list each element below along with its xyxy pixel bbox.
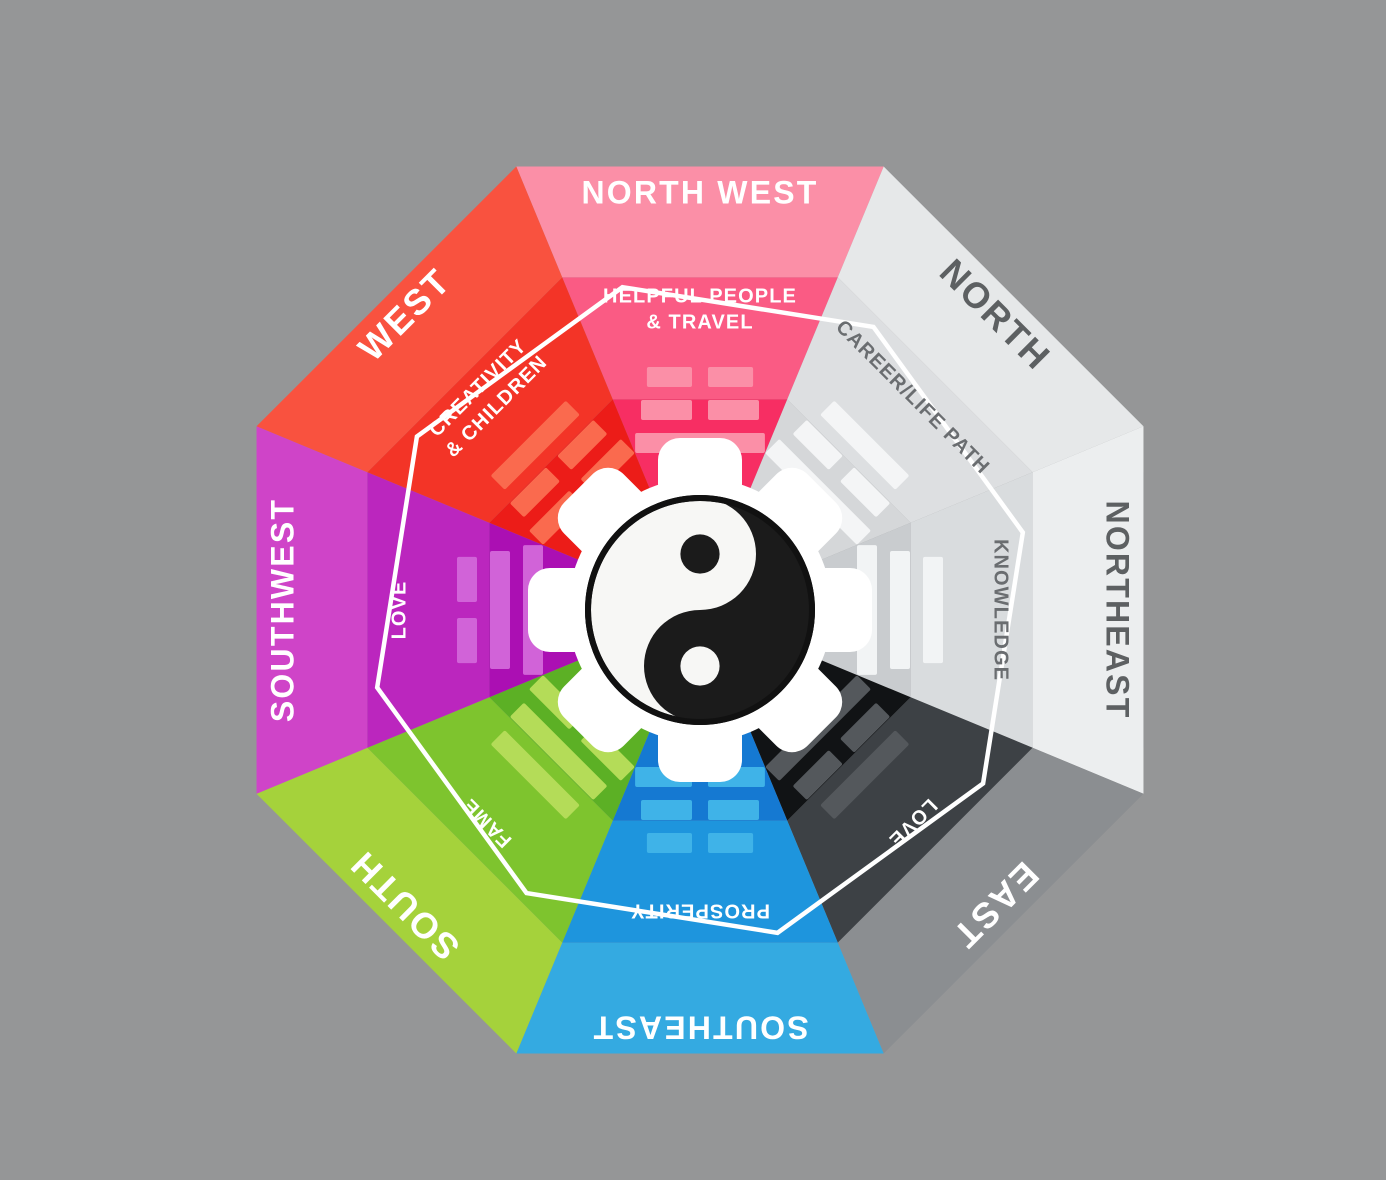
trigram-line-broken [641, 800, 692, 820]
trigram-line-broken [708, 367, 754, 387]
trigram-line-broken [708, 400, 759, 420]
sector-mid-south-west [367, 472, 490, 748]
trigram-west [491, 401, 635, 545]
sector-mid-north-west [562, 277, 838, 400]
area-label-group-north-west: HELPFUL PEOPLE & TRAVEL [603, 285, 797, 333]
area-label-group-north-east: KNOWLEDGE [990, 539, 1012, 681]
direction-label-south-west: SOUTHWEST [264, 498, 300, 722]
white-outline-polygon [374, 284, 1026, 936]
sector-band-south-west [256, 426, 368, 794]
trigram-line-solid [491, 730, 580, 819]
sector-band-west [256, 166, 563, 473]
trigram-line-broken [457, 556, 477, 602]
trigram-line-broken [793, 420, 843, 470]
trigram-line-solid [491, 401, 580, 490]
sector-band-east [837, 747, 1144, 1054]
trigram-line-broken [641, 400, 692, 420]
sector-band-north [837, 166, 1144, 473]
trigram-line-broken [840, 467, 890, 517]
area-label-north-east: KNOWLEDGE [990, 539, 1012, 681]
area-label-south-west: LOVE [388, 581, 410, 640]
trigram-line-solid [890, 551, 910, 669]
trigram-line-broken [646, 833, 692, 853]
trigram-line-solid [490, 551, 510, 669]
trigram-line-broken [557, 420, 607, 470]
sector-mid-south-east [562, 820, 838, 943]
trigram-line-solid [510, 703, 607, 800]
sectors-layer [256, 166, 1144, 1054]
sector-south-west[interactable] [256, 426, 591, 794]
sector-north-west[interactable] [516, 166, 884, 501]
inner-outline-octagon [374, 284, 1026, 936]
yin-yang-symbol[interactable] [585, 495, 815, 725]
sector-band-south-east [516, 942, 884, 1054]
area-label-north-west-line1: HELPFUL PEOPLE [603, 285, 797, 307]
direction-label-south-east: SOUTHEAST [591, 1010, 808, 1046]
trigram-line-broken [793, 750, 843, 800]
trigram-line-broken [646, 367, 692, 387]
trigram-line-broken [708, 833, 754, 853]
area-label-north-west-line2: & TRAVEL [646, 311, 753, 333]
sector-mid-north-east [910, 472, 1033, 748]
yin-yang-light-dot [680, 646, 720, 686]
trigram-line-solid [923, 556, 943, 664]
sector-band-north-west [516, 166, 884, 278]
sector-north-east[interactable] [809, 426, 1144, 794]
yin-yang-ring [585, 495, 815, 725]
area-label-group-south-west: LOVE [388, 581, 410, 640]
direction-label-north-east: NORTHEAST [1100, 501, 1136, 720]
trigram-line-broken [510, 467, 560, 517]
yin-yang-dark-dot [680, 534, 720, 574]
sector-band-south [256, 747, 563, 1054]
trigram-line-broken [708, 800, 759, 820]
sector-band-north-east [1032, 426, 1144, 794]
trigram-line-broken [457, 618, 477, 664]
area-label-group-south-east: PROSPERITY [630, 900, 770, 922]
trigram-line-solid [820, 730, 909, 819]
trigram-line-broken [840, 703, 890, 753]
trigram-line-solid [820, 401, 909, 490]
center-yin-yang [528, 438, 872, 782]
direction-label-north-west: NORTH WEST [581, 174, 818, 210]
area-label-south-east: PROSPERITY [630, 900, 770, 922]
